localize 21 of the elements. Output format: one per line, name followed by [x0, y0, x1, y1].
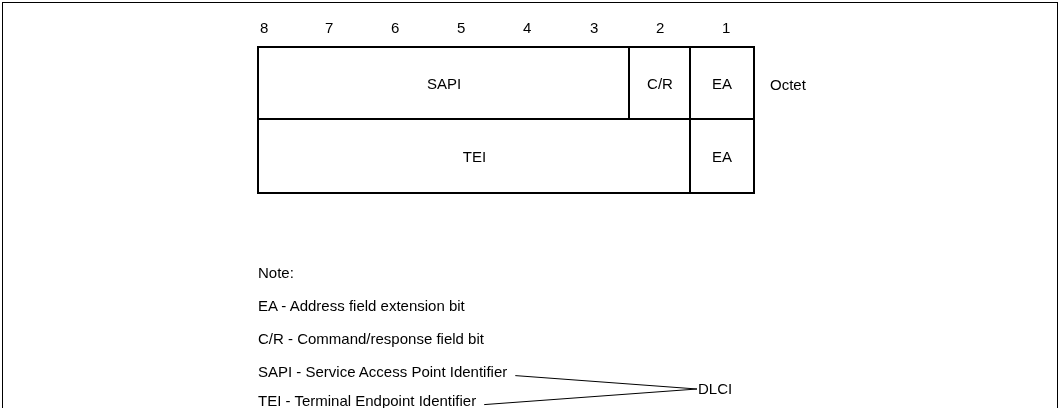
bit-number: 4 — [523, 19, 532, 37]
bit-number: 7 — [325, 19, 334, 37]
note-text: EA - Address field extension bit — [258, 297, 465, 315]
bit-number: 5 — [457, 19, 466, 37]
bit-field: TEI — [257, 118, 692, 194]
leader-line — [483, 388, 698, 406]
bit-field: SAPI — [257, 46, 631, 121]
leader-line — [514, 375, 698, 390]
bit-field: C/R — [628, 46, 692, 121]
bit-field: EA — [689, 118, 755, 194]
axis-label: Octet — [770, 76, 806, 94]
bit-number: 3 — [590, 19, 599, 37]
bit-number: 6 — [391, 19, 400, 37]
group-label: DLCI — [698, 380, 733, 398]
note-text: SAPI - Service Access Point Identifier — [258, 363, 508, 381]
bit-number: 8 — [260, 19, 269, 37]
bit-number: 1 — [722, 19, 731, 37]
bit-number: 2 — [656, 19, 665, 37]
bit-field: EA — [689, 46, 755, 121]
note-text: C/R - Command/response field bit — [258, 330, 484, 348]
note-heading: Note: — [258, 264, 294, 282]
